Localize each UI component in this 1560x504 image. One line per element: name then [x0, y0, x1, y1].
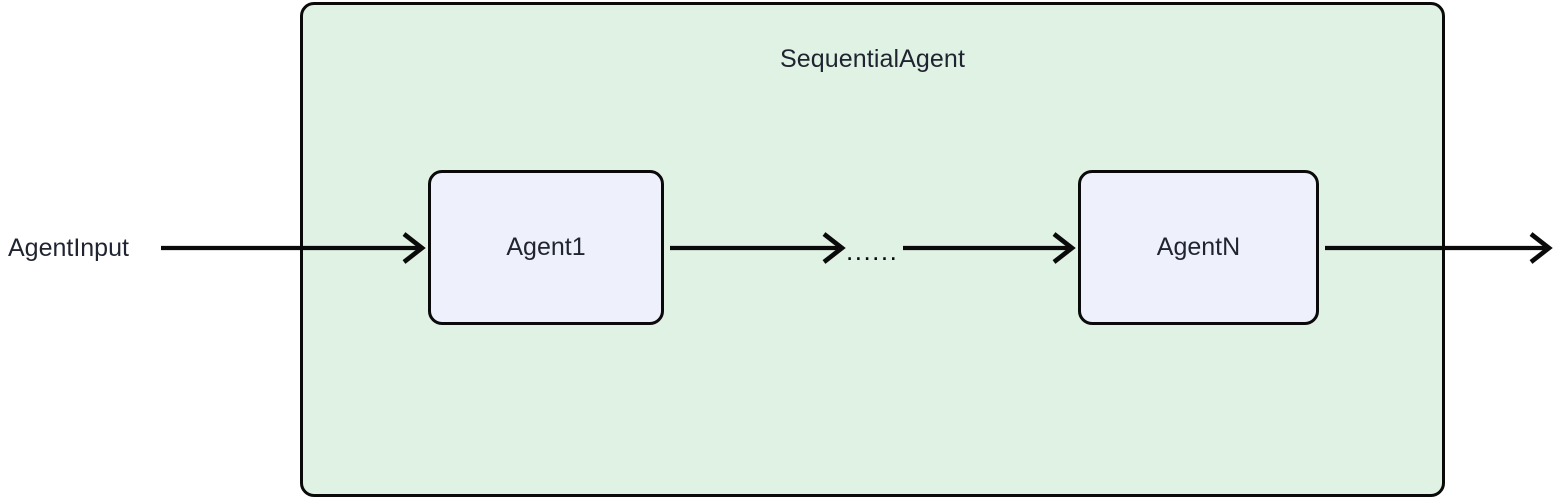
- ellipsis-indicator: ......: [846, 236, 899, 266]
- node-agentn-label: AgentN: [1156, 233, 1241, 261]
- agent-input-label: AgentInput: [8, 234, 129, 262]
- node-agentn[interactable]: AgentN: [1078, 170, 1319, 325]
- node-agent1-label: Agent1: [506, 233, 586, 261]
- sequential-agent-title: SequentialAgent: [780, 45, 965, 73]
- node-agent1[interactable]: Agent1: [428, 170, 664, 325]
